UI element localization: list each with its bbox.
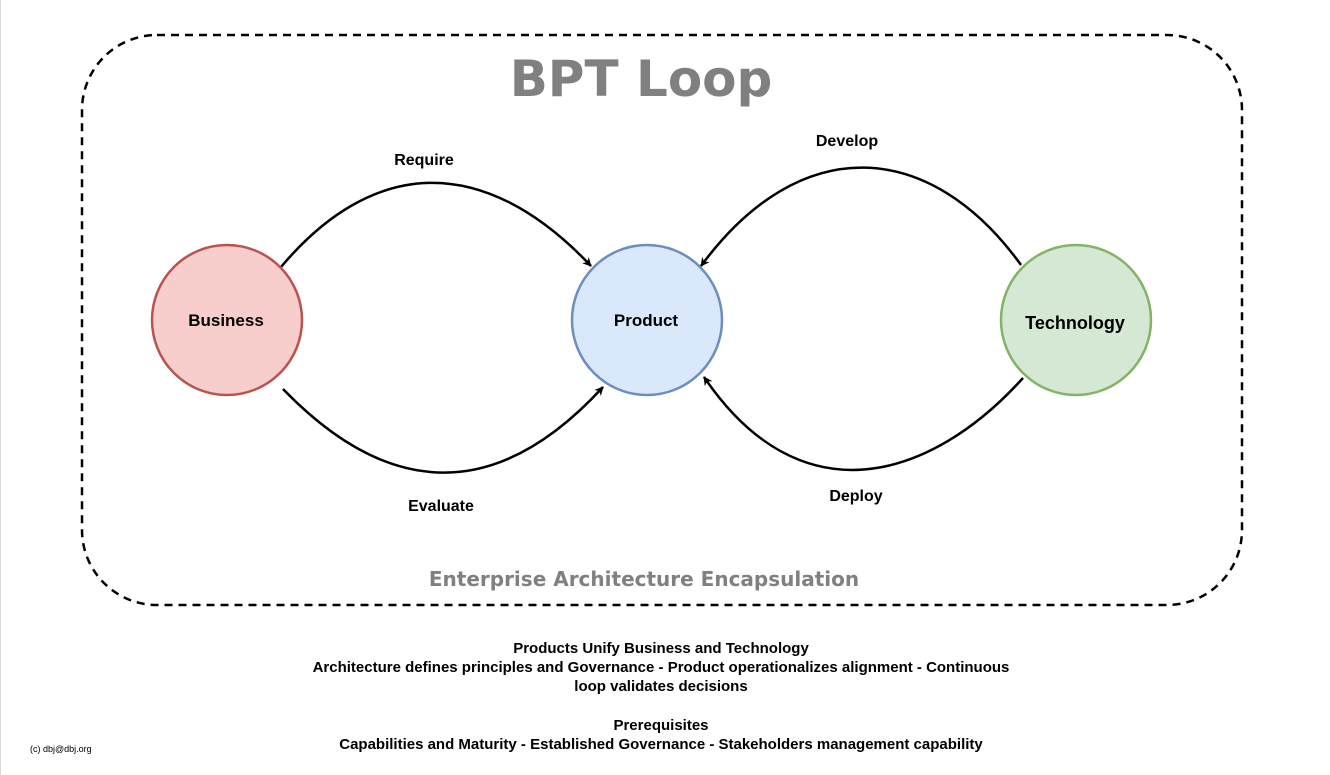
diagram-title: BPT Loop	[510, 50, 773, 108]
edge-evaluate	[282, 386, 604, 474]
edge-label-deploy: Deploy	[829, 488, 882, 505]
edge-label-require: Require	[394, 152, 454, 169]
node-business-circle	[150, 243, 304, 397]
prerequisites-heading: Prerequisites	[613, 717, 709, 734]
node-product: Product	[570, 243, 724, 397]
copyright-notice: (c) dbj@dbj.org	[30, 744, 92, 754]
node-technology-label: Technology	[1025, 313, 1125, 333]
edge-deploy	[702, 376, 1024, 472]
caption-line-1: Products Unify Business and Technology	[513, 640, 809, 657]
edge-label-develop: Develop	[816, 133, 878, 150]
node-business: Business	[150, 243, 304, 397]
encapsulation-container	[80, 33, 1244, 607]
container-label: Enterprise Architecture Encapsulation	[429, 567, 859, 591]
node-product-label: Product	[614, 311, 679, 330]
edge-develop	[699, 166, 1023, 267]
prerequisites-text: Capabilities and Maturity - Established …	[339, 736, 983, 753]
caption-line-3: loop validates decisions	[574, 678, 748, 695]
node-technology: Technology	[999, 243, 1153, 397]
edge-label-evaluate: Evaluate	[408, 498, 474, 515]
node-product-circle	[570, 243, 724, 397]
caption-line-2: Architecture defines principles and Gove…	[312, 659, 1010, 676]
node-technology-circle	[999, 243, 1153, 397]
node-business-label: Business	[188, 311, 264, 330]
edge-require	[280, 181, 592, 268]
